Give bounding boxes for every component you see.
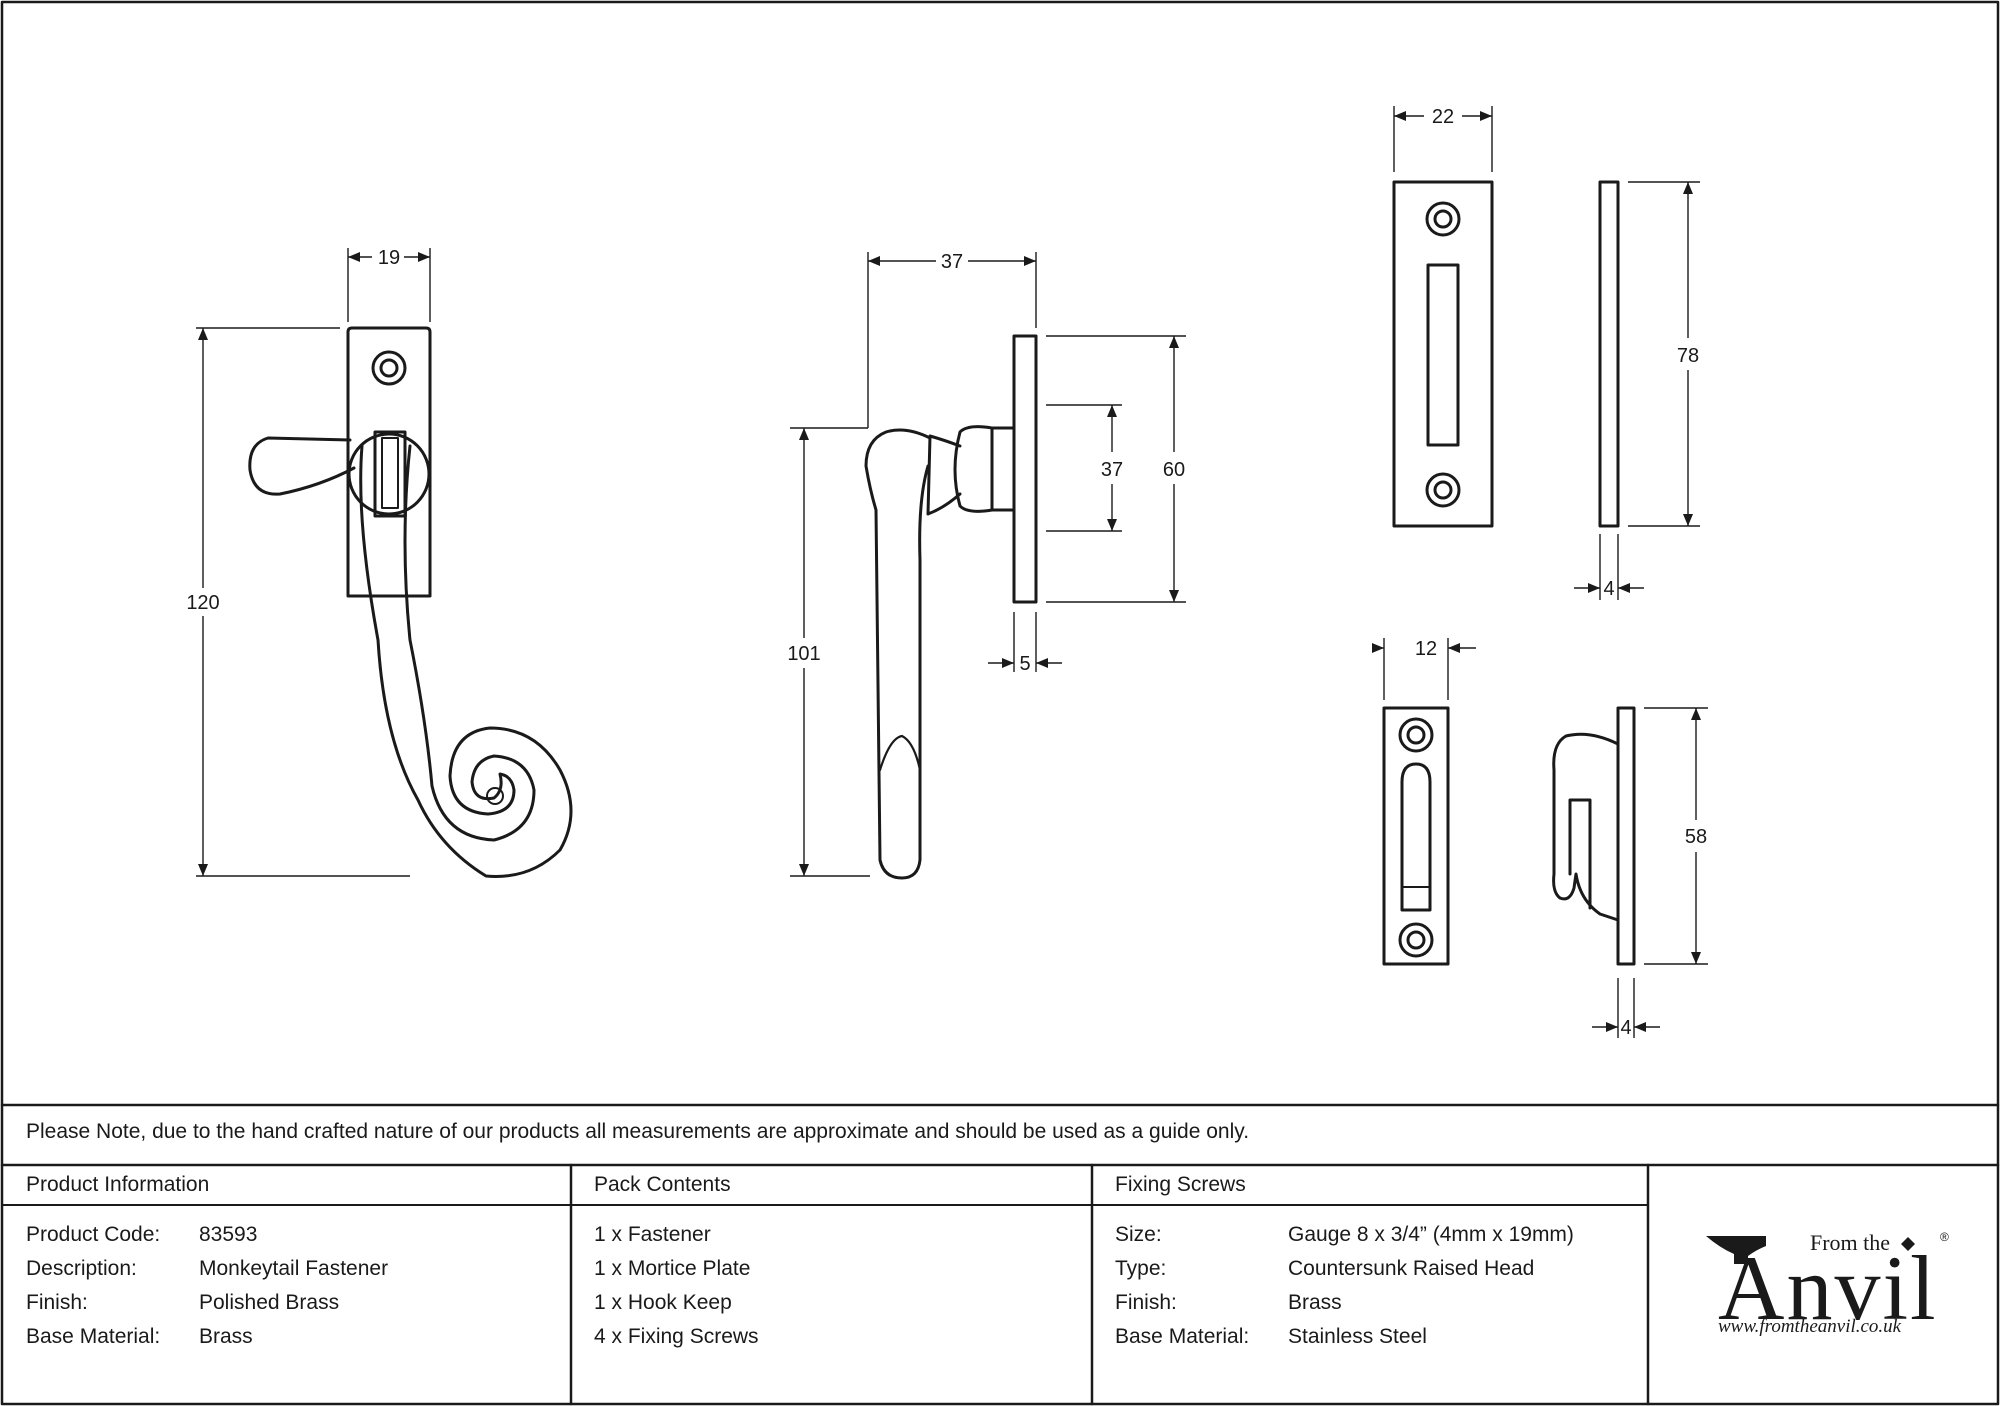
diamond-icon [1901,1237,1915,1251]
row-value: Gauge 8 x 3/4” (4mm x 19mm) [1288,1223,1574,1246]
pack-contents-heading: Pack Contents [594,1173,731,1196]
dim-120-lines [196,327,410,877]
row-label: Description: [26,1257,137,1280]
pack-item: 1 x Fastener [594,1223,711,1246]
hook-keep-side [1552,706,1636,966]
pack-item: 1 x Mortice Plate [594,1257,751,1280]
dim-37-inner-lines [1046,404,1122,532]
row-value: Monkeytail Fastener [199,1257,389,1280]
row-label: Product Code: [26,1223,161,1246]
fastener-front-view [248,326,573,878]
dim-60-lines [1046,335,1186,603]
dim-4-keep: 4 [1620,1017,1631,1039]
row-value: Countersunk Raised Head [1288,1257,1535,1280]
dim-78: 78 [1677,345,1699,367]
row-label: Base Material: [26,1325,161,1348]
pack-item: 4 x Fixing Screws [594,1325,759,1348]
dim-58: 58 [1685,826,1707,848]
mortice-plate-front [1392,180,1494,528]
logo-from-text: From the [1810,1230,1891,1255]
dim-19-lines [347,248,431,322]
logo-brand-text: Anvil [1718,1237,1938,1339]
brand-logo: From the ® Anvil www.fromtheanvil.co.uk [1648,1168,1998,1404]
row-value: 83593 [199,1223,258,1246]
dim-22: 22 [1432,106,1454,128]
dim-101: 101 [787,643,820,665]
anvil-icon [1706,1236,1766,1264]
row-label: Type: [1115,1257,1167,1280]
disclaimer-note: Please Note, due to the hand crafted nat… [26,1120,1250,1143]
dim-120: 120 [186,592,219,614]
mortice-plate-side [1598,180,1620,528]
dim-4a-lines [1574,534,1644,600]
row-value: Polished Brass [199,1291,340,1314]
dim-60: 60 [1163,459,1185,481]
dim-5-lines [988,612,1062,672]
dim-58-lines [1644,707,1708,965]
dim-19: 19 [378,247,400,269]
dim-4b-lines [1592,978,1660,1038]
registered-mark: ® [1940,1230,1949,1244]
row-value: Brass [199,1325,253,1348]
row-value: Brass [1288,1291,1342,1314]
row-label: Size: [1115,1223,1162,1246]
dim-78-lines [1628,181,1700,527]
dim-5: 5 [1019,653,1030,675]
dim-22-lines [1393,106,1493,172]
logo-url-text: www.fromtheanvil.co.uk [1718,1316,1902,1337]
dim-12-lines [1372,638,1476,700]
hook-keep-front [1382,706,1450,966]
row-label: Finish: [1115,1291,1177,1314]
row-value: Stainless Steel [1288,1325,1427,1348]
pack-item: 1 x Hook Keep [594,1291,732,1314]
fastener-side-view [864,334,1038,880]
dim-37-inner: 37 [1101,459,1123,481]
dim-12: 12 [1415,638,1437,660]
dim-37-top-lines [790,252,1037,429]
product-info-heading: Product Information [26,1173,210,1196]
row-label: Finish: [26,1291,88,1314]
fixing-screws-heading: Fixing Screws [1115,1173,1246,1196]
dim-37-top: 37 [941,251,963,273]
row-label: Base Material: [1115,1325,1250,1348]
dim-4-plate: 4 [1603,578,1614,600]
dim-101-lines [790,428,870,877]
